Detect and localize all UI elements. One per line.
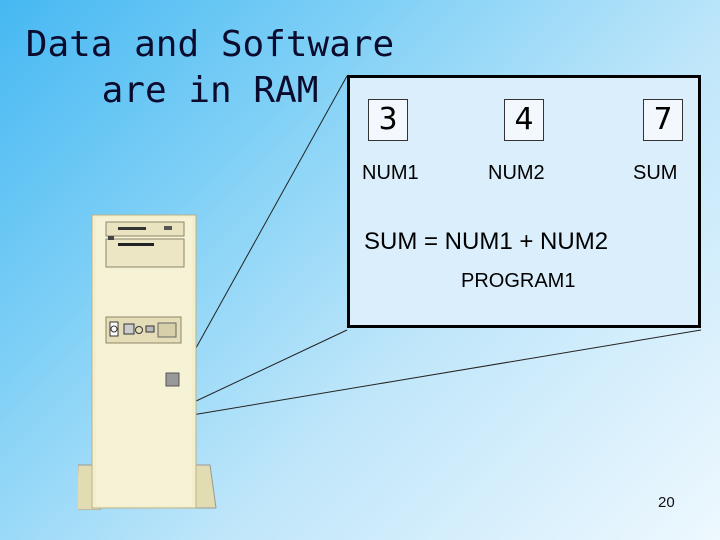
title-line-1: Data and Software	[25, 24, 395, 65]
program-label: PROGRAM1	[461, 270, 576, 292]
sum-label: SUM	[633, 162, 678, 184]
num2-value-box: 4	[504, 99, 544, 141]
sum-value-box: 7	[643, 99, 683, 141]
page-number: 20	[658, 494, 675, 511]
ram-panel: 3 4 7 NUM1 NUM2 SUM SUM = NUM1 + NUM2 PR…	[347, 75, 701, 328]
slide-title: Data and Software are in RAM	[20, 22, 400, 114]
computer-tower-icon	[78, 214, 217, 510]
num2-label: NUM2	[488, 162, 545, 184]
program-formula: SUM = NUM1 + NUM2	[364, 228, 609, 255]
num1-label: NUM1	[362, 162, 419, 184]
title-line-2: are in RAM	[101, 70, 319, 111]
num1-value-box: 3	[368, 99, 408, 141]
